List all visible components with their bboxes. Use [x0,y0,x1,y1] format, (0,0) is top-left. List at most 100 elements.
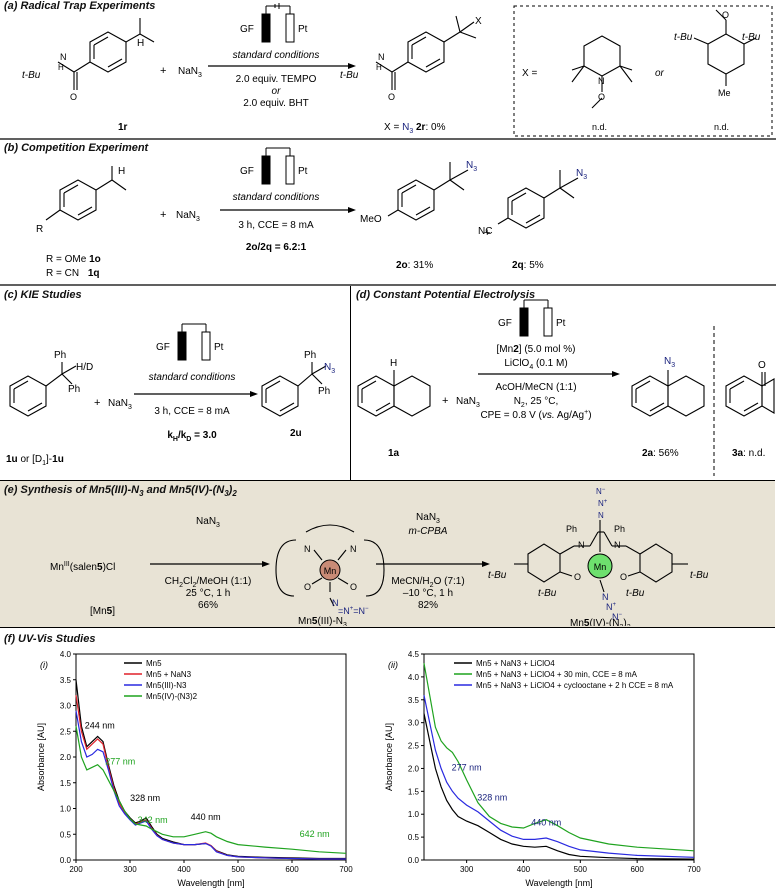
svg-text:GF: GF [498,318,512,329]
panel-c-title: (c) KIE Studies [4,289,82,301]
atm-d: N2, 25 °C, [514,396,559,409]
y-tick-label: 1.0 [60,805,72,814]
svg-text:N3: N3 [466,160,477,173]
x-tick-label: 400 [517,865,531,874]
svg-text:N3: N3 [324,362,335,375]
svg-text:H/D: H/D [76,362,93,373]
cpe-d: CPE = 0.8 V (vs. Ag/Ag+) [480,409,591,421]
label-2a: 2a: 56% [642,448,679,459]
svg-text:Pt: Pt [298,166,308,177]
start-label: [Mn5] [90,606,115,617]
peak-annotation: 277 nm [452,763,482,773]
svg-text:=N+=N−: =N+=N− [338,606,369,616]
cond-tempo: 2.0 equiv. TEMPO [236,74,317,85]
svg-text:Mn: Mn [594,562,607,572]
solv-d: AcOH/MeCN (1:1) [495,382,576,393]
svg-text:H: H [58,63,64,72]
svg-text:H: H [376,63,382,72]
svg-text:t-Bu: t-Bu [538,588,557,599]
svg-text:Mn: Mn [324,566,337,576]
legend-label: Mn5 + NaN3 + LiClO4 [476,659,555,668]
peak-annotation: 244 nm [85,721,115,731]
cond-e1a: CH2Cl2/MeOH (1:1) [165,576,252,589]
svg-text:GF: GF [240,166,254,177]
standard-conditions-a: standard conditions [233,50,320,61]
label-1q: R = CN 1q [46,268,100,279]
mn-iv-center [587,553,613,579]
panel-d-title: (d) Constant Potential Electrolysis [356,289,536,301]
svg-text:+: + [94,397,100,409]
svg-text:GF: GF [156,342,170,353]
svg-text:O: O [388,92,395,102]
cond-b: 3 h, CCE = 8 mA [238,220,314,231]
svg-text:Me: Me [718,88,731,98]
svg-text:+: + [160,65,166,77]
svg-text:O: O [304,582,311,592]
start-complex: MnIII(salen5)Cl [50,561,115,573]
mn-iii-complex-structure [275,524,385,607]
panel-label: (ii) [388,660,398,670]
svg-text:t-Bu: t-Bu [742,32,761,43]
legend-label: Mn5(III)-N3 [146,681,187,690]
series-line-2 [423,663,695,852]
svg-text:N: N [332,598,339,608]
y-tick-label: 4.0 [60,650,72,659]
substrate-1r-structure [57,18,155,90]
y-tick-label: 2.5 [60,727,72,736]
svg-text:O: O [620,572,627,582]
series-line-4 [75,725,347,854]
svg-text:t-Bu: t-Bu [488,570,507,581]
x-tick-label: 300 [123,865,137,874]
svg-text:Ph: Ph [566,524,577,534]
x-axis-label: Wavelength [nm] [525,878,592,888]
svg-text:X: X [475,16,482,27]
y-tick-label: 3.5 [60,676,72,685]
label-1o: R = OMe 1o [46,254,101,265]
label-2u: 2u [290,428,302,439]
reagent-nan3-a: NaN3 [178,66,202,79]
electrochem-cell-b [261,147,295,185]
svg-text:H: H [390,358,397,369]
svg-text:standard conditions: standard conditions [149,372,236,383]
svg-text:N: N [378,52,385,62]
yield-e2: 82% [418,600,438,611]
product-2q-structure [497,170,579,229]
x-tick-label: 500 [231,865,245,874]
panel-e-scheme: MnIII(salen5)Cl [Mn5] NaN3 CH2Cl2/MeOH (… [50,487,709,626]
tbu-label-1r: t-Bu [22,70,41,81]
panel-a-title: (a) Radical Trap Experiments [4,0,156,12]
x-tick-label: 300 [460,865,474,874]
svg-text:t-Bu: t-Bu [674,32,693,43]
panel-b-title: (b) Competition Experiment [4,142,149,154]
panel-f-title: (f) UV-Vis Studies [4,633,96,645]
svg-text:Ph: Ph [54,350,66,361]
label-3a: 3a: n.d. [732,448,765,459]
electrochem-cell-d [519,299,553,337]
h-label-1r: H [137,38,144,49]
peak-annotation: 440 nm [191,812,221,822]
yield-e1: 66% [198,600,218,611]
plot-frame [423,653,695,861]
svg-text:R: R [36,224,43,235]
svg-text:O: O [722,10,729,20]
x-axis-label: Wavelength [nm] [177,878,244,888]
ratio-b: 2o/2q = 6.2:1 [246,242,307,253]
legend-label: Mn5 + NaN3 + LiClO4 + 30 min, CCE = 8 mA [476,670,638,679]
svg-text:t-Bu: t-Bu [690,570,709,581]
peak-annotation: 440 nm [531,818,561,828]
peak-annotation: 328 nm [130,793,160,803]
svg-text:N3: N3 [664,356,675,369]
y-tick-label: 3.5 [408,696,420,705]
legend-label: Mn5(IV)-(N3)2 [146,692,198,701]
label-2r: X = N3 2r: 0% [384,122,446,135]
product-2u-structure [261,362,327,417]
svg-text:N: N [578,540,585,550]
y-tick-label: 0.5 [60,830,72,839]
legend-label: Mn5 + NaN3 + LiClO4 + cyclooctane + 2 h … [476,681,674,690]
bht-nd: n.d. [714,122,729,132]
x-tick-label: 500 [574,865,588,874]
